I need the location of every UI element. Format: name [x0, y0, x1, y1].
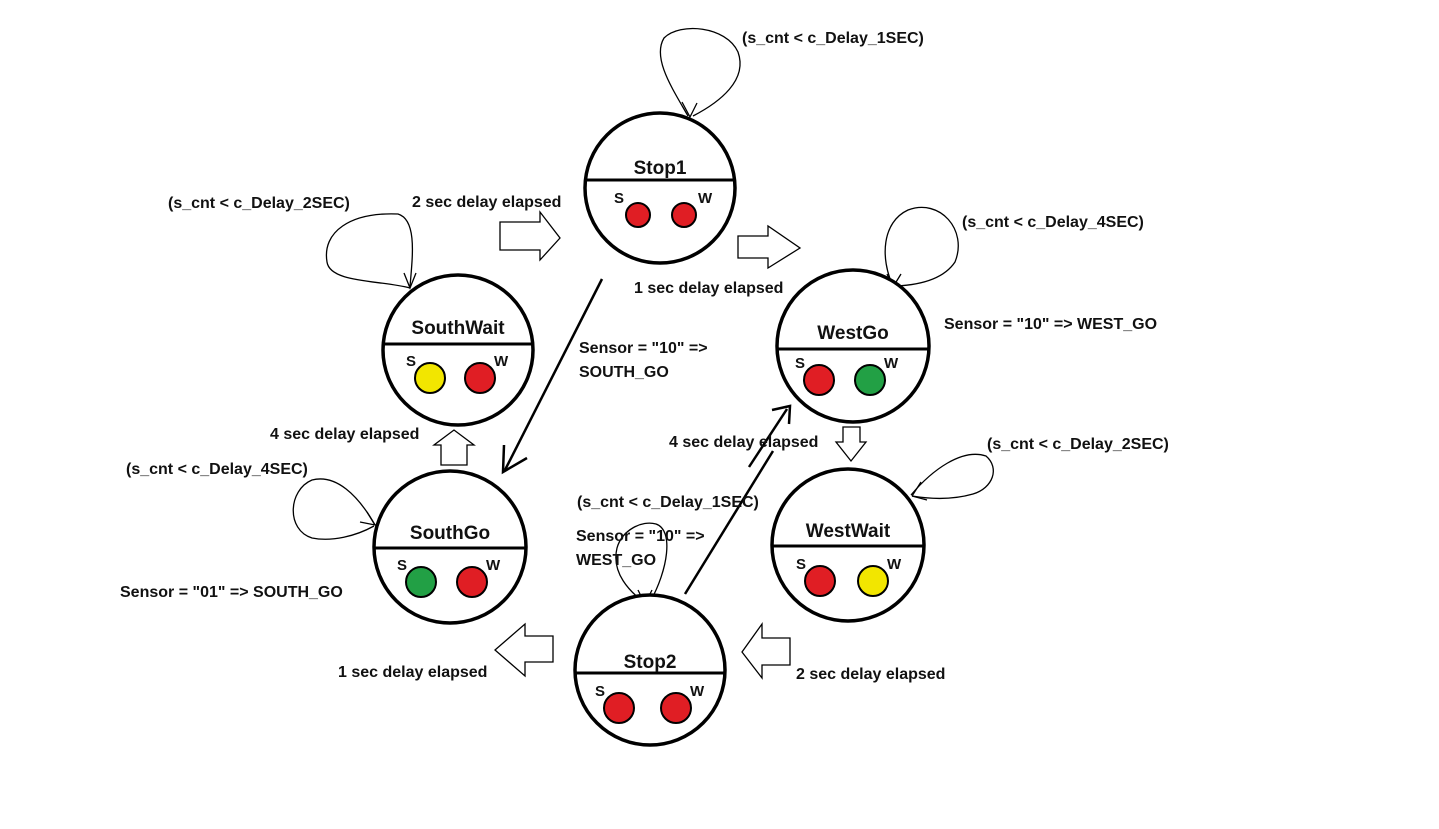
state-southwait-circle	[381, 273, 535, 427]
southgo-self-loop-label: (s_cnt < c_Delay_4SEC)	[126, 461, 308, 478]
state-southgo-south-light	[405, 566, 437, 598]
westwait-self-loop-label: (s_cnt < c_Delay_2SEC)	[987, 436, 1169, 453]
westgo-to-westwait-label: 4 sec delay elapsed	[669, 434, 818, 451]
state-southwait-name: SouthWait	[411, 318, 505, 339]
state-westgo-south-light	[803, 364, 835, 396]
state-westgo-west-light	[854, 364, 886, 396]
state-stop1-west-light	[671, 202, 697, 228]
state-westgo-s-label: S	[795, 355, 805, 372]
stop2-sensor-label-line2: WEST_GO	[576, 552, 656, 569]
block-arrow-southwait-to-stop1	[499, 210, 561, 262]
state-stop1-name: Stop1	[634, 158, 687, 179]
stop1-sensor-label-line2: SOUTH_GO	[579, 364, 669, 381]
self-loop-southgo	[292, 478, 377, 540]
state-stop1-w-label: W	[698, 190, 713, 207]
edge-stop1-to-southgo	[501, 278, 604, 475]
state-stop1-south-light	[625, 202, 651, 228]
state-southgo-name: SouthGo	[410, 523, 490, 544]
state-stop2-west-light	[660, 692, 692, 724]
stop1-sensor-label-line1: Sensor = "10" =>	[579, 340, 708, 357]
state-westgo-w-label: W	[884, 355, 899, 372]
southgo-sensor-label: Sensor = "01" => SOUTH_GO	[120, 584, 343, 601]
state-westwait-w-label: W	[887, 556, 902, 573]
southwait-self-loop-label: (s_cnt < c_Delay_2SEC)	[168, 195, 350, 212]
state-stop2-south-light	[603, 692, 635, 724]
stop1-self-loop-label: (s_cnt < c_Delay_1SEC)	[742, 30, 924, 47]
westgo-self-loop-label: (s_cnt < c_Delay_4SEC)	[962, 214, 1144, 231]
southgo-to-southwait-label: 4 sec delay elapsed	[270, 426, 419, 443]
state-westwait-west-light	[857, 565, 889, 597]
self-loop-westwait	[910, 453, 994, 501]
self-loop-southwait	[325, 213, 417, 290]
state-stop2-s-label: S	[595, 683, 605, 700]
self-loop-westgo	[884, 206, 959, 289]
state-westgo-name: WestGo	[817, 323, 888, 344]
block-arrow-stop1-to-westgo	[737, 224, 802, 270]
block-arrow-westgo-to-westwait	[834, 426, 868, 463]
state-southwait-west-light	[464, 362, 496, 394]
block-arrow-stop2-to-southgo	[494, 622, 554, 678]
state-westwait-s-label: S	[796, 556, 806, 573]
state-southwait-w-label: W	[494, 353, 509, 370]
state-southwait-s-label: S	[406, 353, 416, 370]
block-arrow-westwait-to-stop2	[741, 621, 791, 680]
self-loop-stop1	[659, 27, 741, 119]
stop2-sensor-label-line1: Sensor = "10" =>	[576, 528, 705, 545]
westwait-to-stop2-label: 2 sec delay elapsed	[796, 666, 945, 683]
state-stop1-s-label: S	[614, 190, 624, 207]
state-westwait-name: WestWait	[806, 521, 891, 542]
state-westgo-circle	[775, 268, 931, 424]
state-westwait-south-light	[804, 565, 836, 597]
state-stop2-w-label: W	[690, 683, 705, 700]
state-southgo-s-label: S	[397, 557, 407, 574]
southwait-to-stop1-label: 2 sec delay elapsed	[412, 194, 561, 211]
stop2-self-loop-label: (s_cnt < c_Delay_1SEC)	[577, 494, 759, 511]
westgo-sensor-label: Sensor = "10" => WEST_GO	[944, 316, 1157, 333]
edge-stop2-to-westgo	[683, 404, 792, 595]
stop1-to-westgo-label: 1 sec delay elapsed	[634, 280, 783, 297]
state-southwait-south-light	[414, 362, 446, 394]
stop2-to-southgo-label: 1 sec delay elapsed	[338, 664, 487, 681]
state-stop2-name: Stop2	[624, 652, 677, 673]
state-southgo-west-light	[456, 566, 488, 598]
state-stop1-circle	[583, 111, 737, 265]
block-arrow-southgo-to-southwait	[432, 429, 476, 466]
state-southgo-w-label: W	[486, 557, 501, 574]
